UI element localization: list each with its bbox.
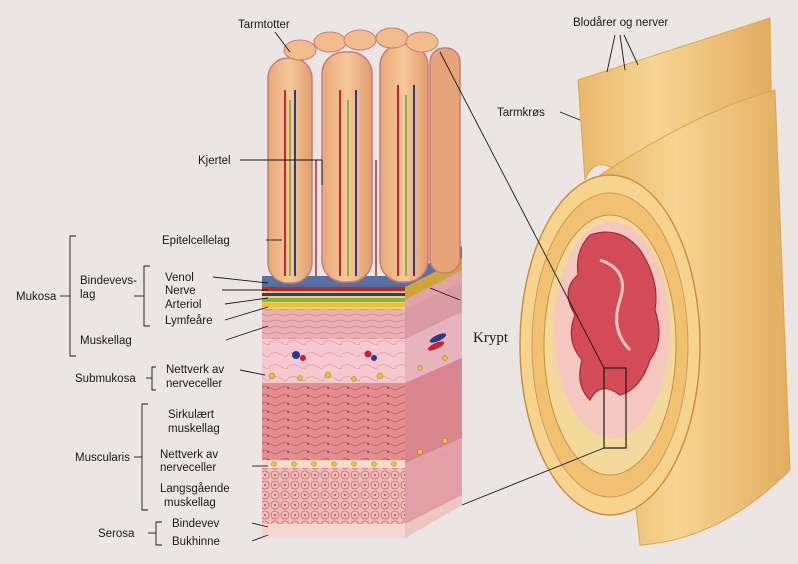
label-nettverk1-2: nerveceller [166, 378, 222, 390]
label-bindevevslag-2: lag [80, 289, 95, 301]
label-mukosa: Mukosa [16, 291, 57, 303]
serosa-layer [262, 524, 405, 538]
submukosa-layer [262, 339, 405, 383]
label-epitelcellelag: Epitelcellelag [162, 235, 230, 247]
label-tarmtotter: Tarmtotter [238, 19, 290, 31]
label-bukhinne: Bukhinne [172, 536, 220, 548]
label-krypt: Krypt [473, 330, 509, 346]
label-langsgaende-1: Langsgående [160, 483, 230, 495]
label-arteriol: Arteriol [165, 299, 201, 311]
label-muscularis: Muscularis [75, 452, 130, 464]
label-nettverk1-1: Nettverk av [166, 364, 224, 376]
intestine-section [520, 18, 790, 545]
label-kjertel: Kjertel [198, 155, 231, 167]
label-serosa: Serosa [98, 528, 135, 540]
label-tarmkros: Tarmkrøs [497, 107, 545, 119]
circular-muscle-layer [262, 383, 405, 463]
label-blodarer: Blodårer og nerver [573, 17, 668, 29]
tissue-block [262, 28, 462, 538]
label-lymfeare: Lymfeåre [165, 315, 213, 327]
label-submukosa: Submukosa [75, 373, 136, 385]
label-langsgaende-2: muskellag [164, 497, 216, 509]
label-muskellag: Muskellag [80, 335, 132, 347]
label-sirkulaert-2: muskellag [168, 423, 220, 435]
label-nerve: Nerve [165, 285, 196, 297]
muskellag-layer [262, 309, 405, 339]
label-sirkulaert-1: Sirkulært [168, 409, 215, 421]
label-bindevev: Bindevev [172, 518, 220, 530]
label-nettverk2-1: Nettverk av [160, 449, 218, 461]
longitudinal-muscle-layer [262, 468, 405, 524]
label-nettverk2-2: nerveceller [160, 462, 216, 474]
label-bindevevslag-1: Bindevevs- [80, 275, 137, 287]
villi [268, 28, 460, 283]
label-venol: Venol [165, 272, 194, 284]
